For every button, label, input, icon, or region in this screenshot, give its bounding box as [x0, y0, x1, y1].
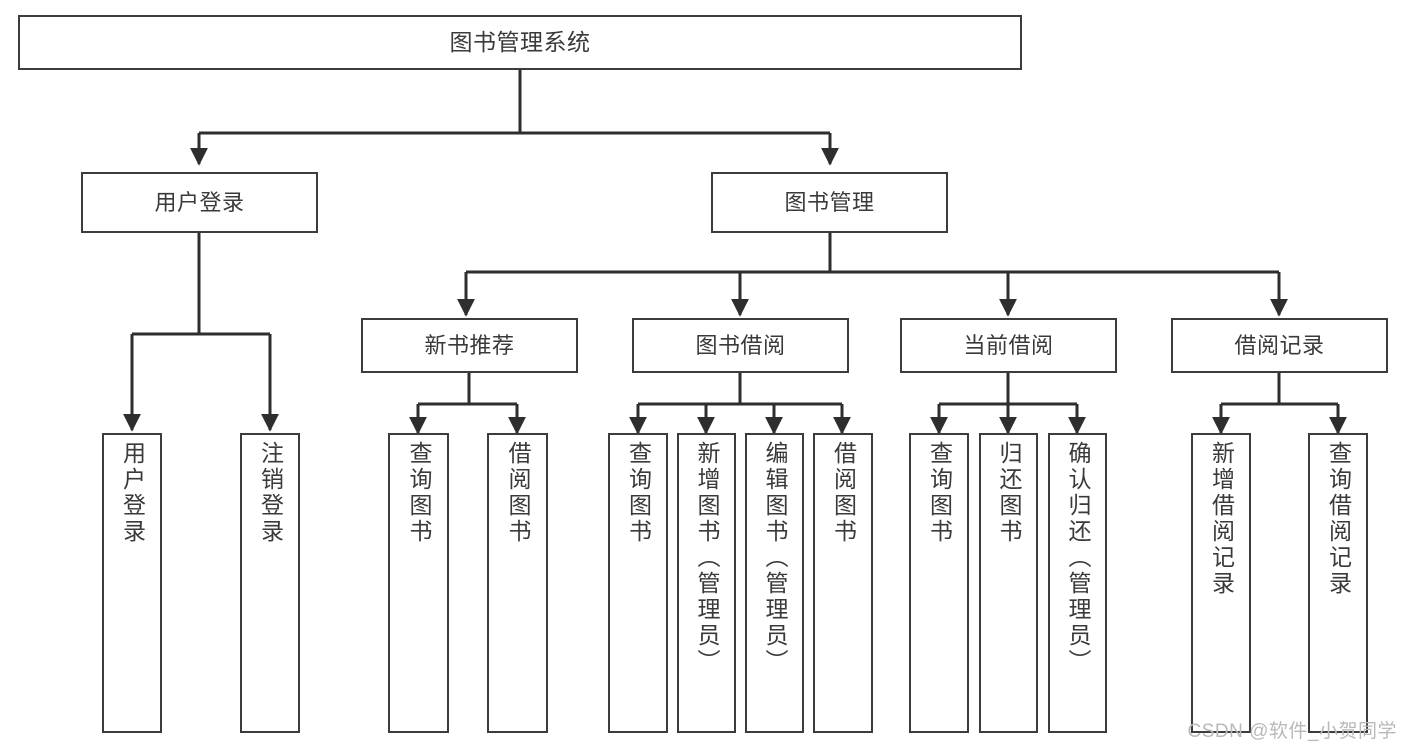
- node-label: 借阅图书: [830, 441, 857, 545]
- node-label: 归还图书: [996, 441, 1022, 545]
- node-label: 图书管理系统: [449, 28, 591, 55]
- leaf-borrow-book[interactable]: 借阅图书: [813, 433, 873, 733]
- node-label: 新增借阅记录: [1208, 441, 1235, 597]
- leaf-query-book-borrow[interactable]: 查询图书: [608, 433, 668, 733]
- node-label: 查询图书: [625, 441, 652, 545]
- node-book-borrow[interactable]: 图书借阅: [632, 318, 849, 373]
- node-label: 新书推荐: [424, 332, 515, 358]
- leaf-logout[interactable]: 注销登录: [240, 433, 300, 733]
- leaf-edit-book-admin[interactable]: 编辑图书（管理员）: [745, 433, 804, 733]
- leaf-add-borrow-record[interactable]: 新增借阅记录: [1191, 433, 1251, 733]
- node-new-book-recommend[interactable]: 新书推荐: [361, 318, 578, 373]
- node-book-management[interactable]: 图书管理: [711, 172, 948, 233]
- node-label: 新增图书（管理员）: [694, 441, 720, 675]
- node-current-borrow[interactable]: 当前借阅: [900, 318, 1117, 373]
- leaf-confirm-return-admin[interactable]: 确认归还（管理员）: [1048, 433, 1107, 733]
- node-label: 注销登录: [257, 441, 284, 545]
- node-user-login[interactable]: 用户登录: [81, 172, 318, 233]
- leaf-query-book-current[interactable]: 查询图书: [909, 433, 969, 733]
- node-label: 图书管理: [784, 189, 875, 215]
- leaf-query-borrow-record[interactable]: 查询借阅记录: [1308, 433, 1368, 733]
- node-label: 查询图书: [406, 441, 432, 545]
- node-borrow-record[interactable]: 借阅记录: [1171, 318, 1388, 373]
- node-label: 确认归还（管理员）: [1065, 441, 1091, 675]
- node-label: 图书借阅: [695, 332, 786, 358]
- node-label: 当前借阅: [963, 332, 1054, 358]
- watermark-text: CSDN @软件_小贺同学: [1187, 721, 1397, 742]
- node-label: 借阅图书: [505, 441, 531, 545]
- node-label: 借阅记录: [1234, 332, 1325, 358]
- node-label: 查询图书: [926, 441, 953, 545]
- leaf-add-book-admin[interactable]: 新增图书（管理员）: [677, 433, 736, 733]
- node-label: 查询借阅记录: [1325, 441, 1352, 597]
- leaf-query-book-recommend[interactable]: 查询图书: [388, 433, 449, 733]
- leaf-borrow-book-recommend[interactable]: 借阅图书: [487, 433, 548, 733]
- node-label: 编辑图书（管理员）: [762, 441, 788, 675]
- node-root-system[interactable]: 图书管理系统: [18, 15, 1022, 70]
- leaf-return-book[interactable]: 归还图书: [979, 433, 1038, 733]
- node-label: 用户登录: [119, 441, 146, 545]
- node-label: 用户登录: [154, 189, 245, 215]
- leaf-user-login[interactable]: 用户登录: [102, 433, 162, 733]
